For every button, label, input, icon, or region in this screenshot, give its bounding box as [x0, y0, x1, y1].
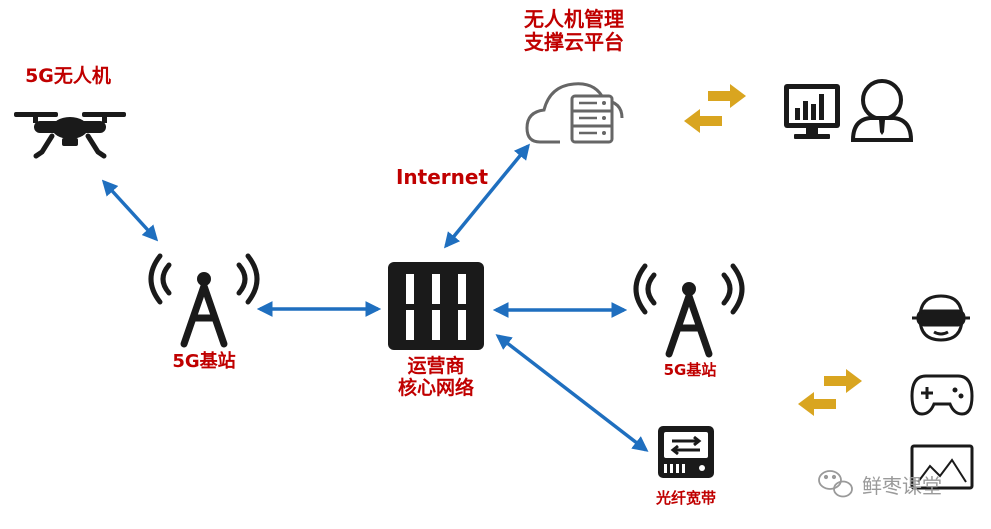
cloud-label-line2: 支撑云平台 — [524, 30, 624, 54]
internet-label: Internet — [395, 165, 489, 189]
monitor-chart-icon — [784, 84, 840, 139]
broadband-label: 光纤宽带 — [655, 489, 716, 507]
link-core-broadband — [495, 334, 649, 452]
link-drone-basestation — [101, 179, 159, 242]
display-icon — [910, 444, 974, 490]
core-network-label: 运营商 核心网络 — [374, 355, 498, 400]
connections — [101, 143, 649, 452]
antenna-icon — [148, 253, 260, 348]
link-core-cloud — [444, 143, 530, 249]
drone-label: 5G无人机 — [25, 65, 111, 87]
exchange-arrow-top — [684, 84, 746, 133]
cloud-label-line1: 无人机管理 — [524, 7, 624, 31]
gamepad-icon — [910, 374, 974, 416]
antenna-icon — [633, 263, 745, 358]
cloud-platform-label: 无人机管理 支撑云平台 — [496, 8, 652, 54]
hard-disk-icon — [658, 426, 714, 478]
base-station-left-label: 5G基站 — [172, 351, 236, 372]
user-icon — [850, 79, 914, 142]
drone-icon — [14, 112, 126, 159]
exchange-arrow-bottom — [798, 369, 862, 416]
watermark: 鲜枣课堂 — [862, 474, 942, 498]
core-label-line1: 运营商 — [407, 355, 465, 377]
base-station-right-label: 5G基站 — [663, 361, 717, 379]
wechat-icon — [818, 470, 853, 498]
cloud-server-icon — [525, 82, 624, 144]
vr-headset-icon — [912, 294, 970, 342]
server-rack-icon — [388, 262, 484, 350]
core-label-line2: 核心网络 — [397, 376, 474, 399]
